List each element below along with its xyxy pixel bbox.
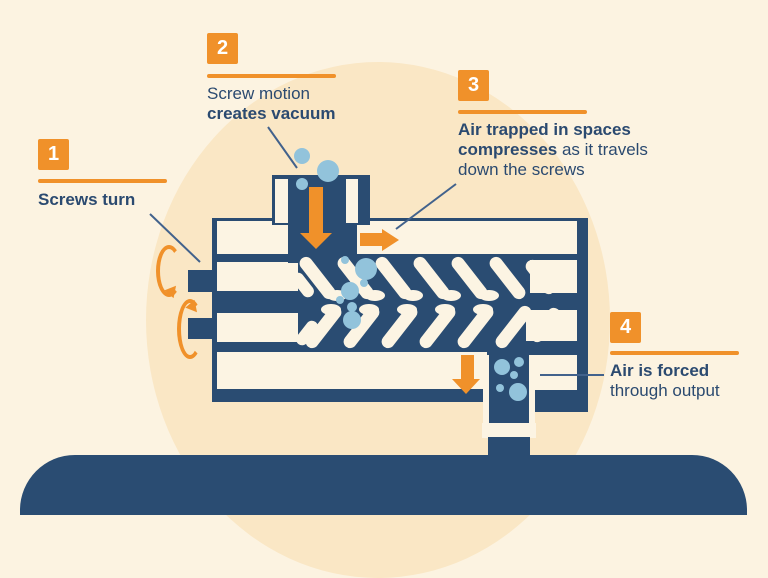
- step-number-badge: 3: [458, 70, 489, 101]
- step-number-badge: 1: [38, 139, 69, 170]
- screw-flight-nub: [441, 290, 461, 301]
- air-bubble: [496, 384, 504, 392]
- outlet-wall-right: [529, 355, 535, 423]
- air-bubble: [347, 302, 357, 312]
- step-caption: Air is forced through output: [610, 361, 720, 400]
- air-bubble: [510, 371, 518, 379]
- inlet-wall-right: [346, 179, 358, 223]
- discharge-channel: [217, 352, 487, 389]
- infographic-canvas: { "steps": [ { "number": "1", "line1_bol…: [20, 33, 768, 578]
- screw-flight-nub: [321, 304, 341, 315]
- receiver-tank-base: [20, 455, 747, 515]
- air-bubble: [343, 311, 361, 329]
- air-bubble: [294, 148, 310, 164]
- step-number-badge: 2: [207, 33, 238, 64]
- screw-flight-nub: [435, 304, 455, 315]
- step-underline: [458, 110, 587, 114]
- screw-flight-nub: [397, 304, 417, 315]
- air-bubble: [317, 160, 339, 182]
- air-bubble: [514, 357, 524, 367]
- outlet-side-block: [528, 355, 577, 390]
- step-3-label-group: 3 Air trapped in spaces compresses as it…: [458, 70, 673, 180]
- screw-flight-nub: [359, 304, 379, 315]
- screw-flight-nub: [365, 290, 385, 301]
- screw-flight-nub: [327, 290, 347, 301]
- air-bubble: [355, 258, 377, 280]
- step-caption: Air trapped in spaces compresses as it t…: [458, 120, 648, 179]
- bearing-block-upper: [217, 262, 298, 291]
- step-underline: [38, 179, 167, 183]
- outlet-pipe: [488, 437, 530, 457]
- inlet-wall-left: [275, 179, 288, 223]
- air-bubble: [341, 256, 349, 264]
- step-underline: [610, 351, 739, 355]
- air-bubble: [360, 279, 368, 287]
- outlet-collar: [482, 423, 536, 438]
- step-4-label-group: 4 Air is forced through output: [610, 312, 768, 401]
- air-bubble: [494, 359, 510, 375]
- step-caption: Screw motion creates vacuum: [207, 84, 336, 123]
- step-1-label-group: 1 Screws turn: [38, 139, 208, 210]
- suction-channel-left: [217, 221, 288, 254]
- step-number-badge: 4: [610, 312, 641, 343]
- screw-flight-nub: [473, 304, 493, 315]
- screw-flight-nub: [403, 290, 423, 301]
- drive-shaft-upper: [188, 270, 217, 292]
- step-2-label-group: 2 Screw motion creates vacuum: [207, 33, 387, 124]
- air-bubble: [341, 282, 359, 300]
- bearing-block-lower: [217, 313, 298, 342]
- air-bubble: [509, 383, 527, 401]
- outlet-housing-step: [528, 400, 588, 412]
- step-caption: Screws turn: [38, 190, 136, 209]
- step-underline: [207, 74, 336, 78]
- air-bubble: [336, 296, 344, 304]
- air-bubble: [296, 178, 308, 190]
- screw-flight-nub: [479, 290, 499, 301]
- outlet-wall-left: [483, 355, 489, 423]
